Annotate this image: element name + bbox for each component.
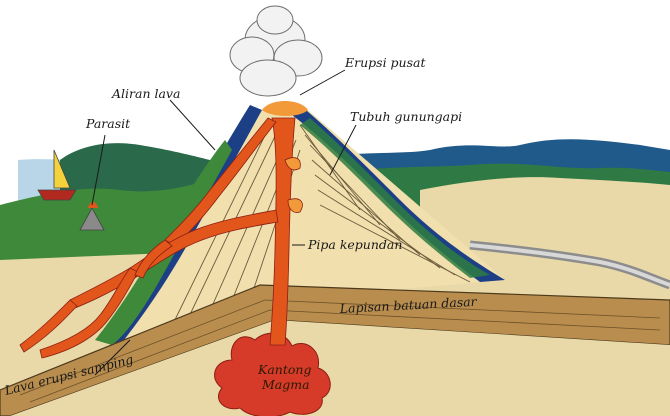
- label-magma-chamber-line2: Magma: [261, 377, 310, 392]
- label-central-eruption: Erupsi pusat: [344, 55, 426, 70]
- label-magma-chamber-line1: Kantong: [257, 362, 311, 377]
- label-main-vent: Pipa kepundan: [307, 237, 402, 252]
- label-lava-flow: Aliran lava: [111, 86, 180, 101]
- label-parasitic-cone: Parasit: [85, 116, 131, 131]
- label-volcano-body: Tubuh gunungapi: [350, 109, 462, 124]
